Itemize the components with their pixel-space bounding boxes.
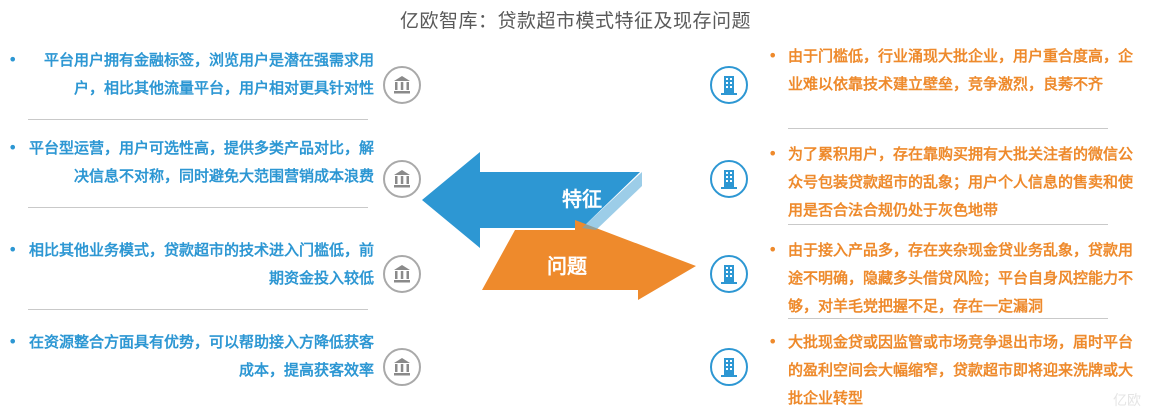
divider bbox=[788, 318, 1108, 319]
bullet: • bbox=[8, 138, 18, 157]
bank-icon bbox=[383, 255, 421, 293]
watermark: 亿欧 bbox=[1113, 393, 1141, 409]
building-icon bbox=[710, 348, 748, 386]
problems-label: 问题 bbox=[547, 254, 588, 278]
feature-item-3: • 相比其他业务模式，贷款超市的技术进入门槛低，前期资金投入较低 bbox=[8, 230, 376, 310]
divider bbox=[788, 224, 1108, 225]
feature-text-2: 平台型运营，用户可选性高，提供多类产品对比，解决信息不对称，同时避免大范围营销成… bbox=[28, 139, 374, 185]
divider bbox=[28, 119, 368, 120]
feature-item-4: • 在资源整合方面具有优势，可以帮助接入方降低获客成本，提高获客效率 bbox=[8, 322, 376, 402]
features-label: 特征 bbox=[562, 187, 602, 211]
feature-text-4: 在资源整合方面具有优势，可以帮助接入方降低获客成本，提高获客效率 bbox=[28, 333, 374, 379]
bullet: • bbox=[768, 332, 778, 351]
bullet: • bbox=[8, 240, 18, 259]
connector bbox=[582, 172, 642, 230]
problem-text-4: 大批现金贷或因监管或市场竞争退出市场，届时平台的盈利空间会大幅缩窄，贷款超市即将… bbox=[788, 333, 1134, 407]
problem-item-1: • 由于门槛低，行业涌现大批企业，用户重合度高，企业难以依靠技术建立壁垒，竞争激… bbox=[768, 36, 1148, 116]
divider bbox=[788, 128, 1108, 129]
feature-text-3: 相比其他业务模式，贷款超市的技术进入门槛低，前期资金投入较低 bbox=[28, 241, 374, 287]
bullet: • bbox=[768, 240, 778, 259]
problem-item-3: • 由于接入产品多，存在夹杂现金贷业务乱象，贷款用途不明确，隐藏多头借贷风险；平… bbox=[768, 230, 1148, 315]
building-icon bbox=[710, 255, 748, 293]
page-title: 亿欧智库：贷款超市模式特征及现存问题 bbox=[399, 10, 751, 32]
bullet: • bbox=[8, 332, 18, 351]
bullet: • bbox=[8, 50, 18, 69]
bullet: • bbox=[768, 46, 778, 65]
bullet: • bbox=[768, 144, 778, 163]
bank-icon bbox=[383, 160, 421, 198]
problem-item-4: • 大批现金贷或因监管或市场竞争退出市场，届时平台的盈利空间会大幅缩窄，贷款超市… bbox=[768, 322, 1148, 407]
feature-text-1: 平台用户拥有金融标签，浏览用户是潜在强需求用户，相比其他流量平台，用户相对更具针… bbox=[43, 51, 374, 97]
feature-item-2: • 平台型运营，用户可选性高，提供多类产品对比，解决信息不对称，同时避免大范围营… bbox=[8, 128, 376, 208]
problem-text-1: 由于门槛低，行业涌现大批企业，用户重合度高，企业难以依靠技术建立壁垒，竞争激烈，… bbox=[788, 47, 1134, 93]
building-icon bbox=[710, 160, 748, 198]
feature-problem-arrows: 特征 问题 bbox=[422, 152, 696, 300]
divider bbox=[28, 207, 368, 208]
bank-icon bbox=[383, 66, 421, 104]
problem-item-2: • 为了累积用户，存在靠购买拥有大批关注者的微信公众号包装贷款超市的乱象；用户个… bbox=[768, 134, 1148, 219]
building-icon bbox=[710, 66, 748, 104]
problem-text-2: 为了累积用户，存在靠购买拥有大批关注者的微信公众号包装贷款超市的乱象；用户个人信… bbox=[788, 145, 1134, 219]
problem-text-3: 由于接入产品多，存在夹杂现金贷业务乱象，贷款用途不明确，隐藏多头借贷风险；平台自… bbox=[788, 241, 1134, 315]
bank-icon bbox=[383, 348, 421, 386]
divider bbox=[28, 309, 368, 310]
feature-item-1: • 平台用户拥有金融标签，浏览用户是潜在强需求用户，相比其他流量平台，用户相对更… bbox=[8, 40, 376, 120]
problems-arrow bbox=[482, 220, 696, 300]
